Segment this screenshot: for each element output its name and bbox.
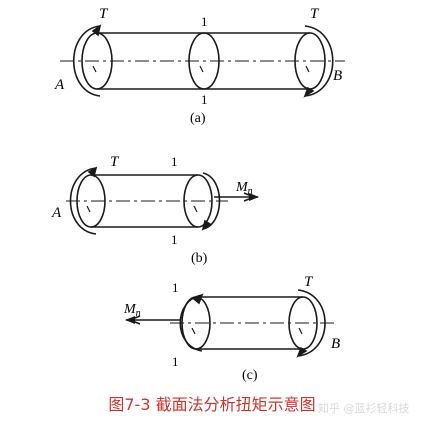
shaft-b-torque-arc [69, 167, 97, 235]
shaft-b-moment-vector-second-head [243, 192, 257, 202]
shaft-b-tick-right [193, 205, 198, 213]
shaft-a-right-torque-arrow [303, 86, 315, 98]
a-section-bottom-label: 1 [201, 92, 208, 107]
a-end-left-label: A [54, 77, 65, 93]
c-section-bottom-label: 1 [172, 354, 179, 369]
shaft-a-tick-mid [199, 65, 204, 73]
shaft-a-tick-left [92, 65, 97, 73]
a-section-top-label: 1 [201, 14, 208, 29]
b-moment-label: Mn [235, 180, 253, 197]
shaft-a-left-torque-arc [72, 25, 101, 97]
shaft-a [60, 24, 345, 98]
watermark: 知乎 @蓝衫轻科技 [318, 402, 410, 415]
a-left-torque-label: T [99, 6, 109, 22]
shaft-b [66, 166, 259, 235]
b-section-top-label: 1 [171, 154, 178, 169]
b-subfigure-label: (b) [191, 251, 208, 266]
shaft-a-left-torque-arrow [91, 24, 102, 37]
shaft-c-internal-torque-arc [179, 294, 203, 352]
c-section-top-label: 1 [172, 280, 179, 295]
shaft-c [125, 289, 336, 358]
b-section-bottom-label: 1 [171, 232, 178, 247]
c-moment-label: Mn [123, 302, 141, 319]
a-end-right-label: B [333, 68, 342, 84]
shaft-c-tick-right [298, 327, 303, 335]
a-subfigure-label: (a) [190, 111, 206, 126]
shaft-c-tick-left [191, 327, 196, 335]
c-torque-label: T [304, 274, 314, 290]
shaft-b-internal-torque-arrow [201, 219, 212, 231]
a-right-torque-label: T [310, 6, 320, 22]
c-subfigure-label: (c) [242, 368, 258, 383]
shaft-a-tick-right [305, 65, 310, 73]
b-torque-label: T [110, 154, 120, 170]
shaft-c-moment-vector-second-head [127, 315, 141, 325]
shaft-c-torque-arc [297, 289, 326, 357]
shaft-c-torque-arrow [296, 346, 308, 358]
b-end-label: A [51, 205, 62, 221]
shaft-b-internal-torque-arc [202, 172, 221, 230]
shaft-b-tick-left [86, 205, 91, 213]
shaft-a-right-torque-arc [304, 25, 334, 97]
shaft-c-internal-torque-arrow [192, 293, 204, 305]
shaft-b-torque-arrow [87, 166, 98, 178]
c-end-label: B [331, 336, 340, 352]
figure-caption: 图7-3 截面法分析扭矩示意图 [108, 395, 316, 414]
